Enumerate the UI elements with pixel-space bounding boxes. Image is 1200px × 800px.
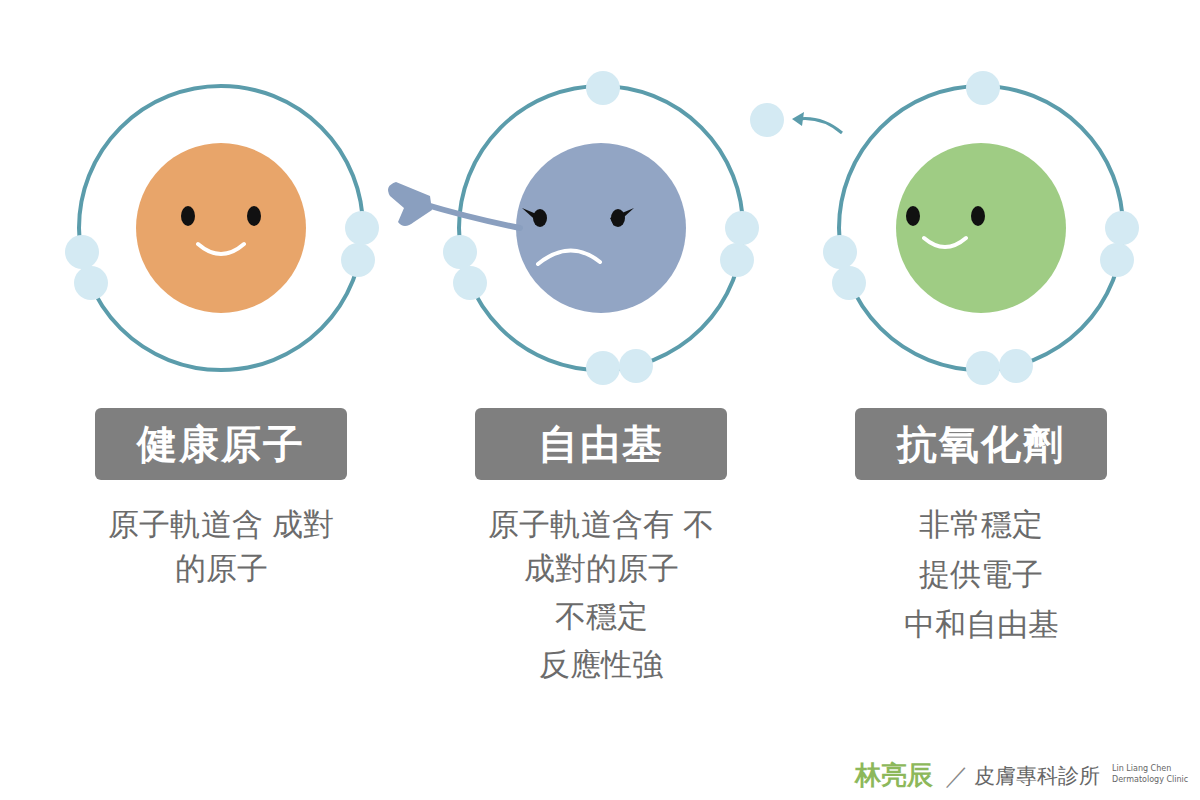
electrons <box>65 211 379 300</box>
description-text: 提供電子 <box>866 552 1096 596</box>
eye <box>533 209 547 227</box>
label-box: 健康原子原子軌道含 成對的原子 <box>95 408 347 480</box>
orbit <box>459 86 743 370</box>
description-text: 非常穩定 <box>866 502 1096 546</box>
eye <box>181 206 195 226</box>
label-box: 抗氧化劑非常穩定提供電子中和自由基 <box>855 408 1107 480</box>
footer-text: 林亮辰 <box>855 758 933 793</box>
nucleus <box>516 143 686 313</box>
angry-eye <box>522 208 546 226</box>
footer-text: ／ <box>945 760 969 792</box>
label-box: 自由基原子軌道含有 不成對的原子不穩定反應性強 <box>475 408 727 480</box>
description-text: 反應性強 <box>486 642 716 686</box>
eye <box>971 206 985 226</box>
description-text: 不穩定 <box>486 594 716 638</box>
angry-eye <box>610 208 634 226</box>
pointing-hand <box>388 182 432 226</box>
donate-arrow <box>798 119 842 133</box>
description-text: 原子軌道含 成對的原子 <box>106 502 336 590</box>
pointing-arm <box>420 203 520 228</box>
frown <box>538 250 600 264</box>
footer-text: 皮膚專科診所 <box>974 762 1100 790</box>
electrons <box>823 71 1139 385</box>
nucleus <box>896 143 1066 313</box>
orbit <box>79 86 363 370</box>
healthy-atom <box>65 86 379 370</box>
eye <box>611 209 625 227</box>
smile <box>198 244 244 254</box>
electrons <box>443 71 759 385</box>
donated-electron <box>750 103 784 137</box>
footer-text: Dermatology Clinic <box>1112 775 1188 784</box>
eye <box>247 206 261 226</box>
box-heading: 健康原子 <box>137 417 305 472</box>
box-heading: 自由基 <box>538 417 664 472</box>
description: 非常穩定提供電子中和自由基 <box>821 502 1141 646</box>
nucleus <box>136 143 306 313</box>
description: 原子軌道含有 不成對的原子不穩定反應性強 <box>441 502 761 686</box>
orbit <box>839 86 1123 370</box>
description: 原子軌道含 成對的原子 <box>61 502 381 590</box>
description-text: 中和自由基 <box>866 602 1096 646</box>
footer-text: Lin Liang Chen <box>1112 764 1171 773</box>
eye <box>906 206 920 226</box>
box-heading: 抗氧化劑 <box>897 417 1065 472</box>
antioxidant-atom <box>750 71 1139 385</box>
free-radical-atom <box>388 71 759 385</box>
description-text: 原子軌道含有 不成對的原子 <box>486 502 716 590</box>
donate-arrowhead <box>792 112 804 126</box>
smile <box>924 238 966 247</box>
